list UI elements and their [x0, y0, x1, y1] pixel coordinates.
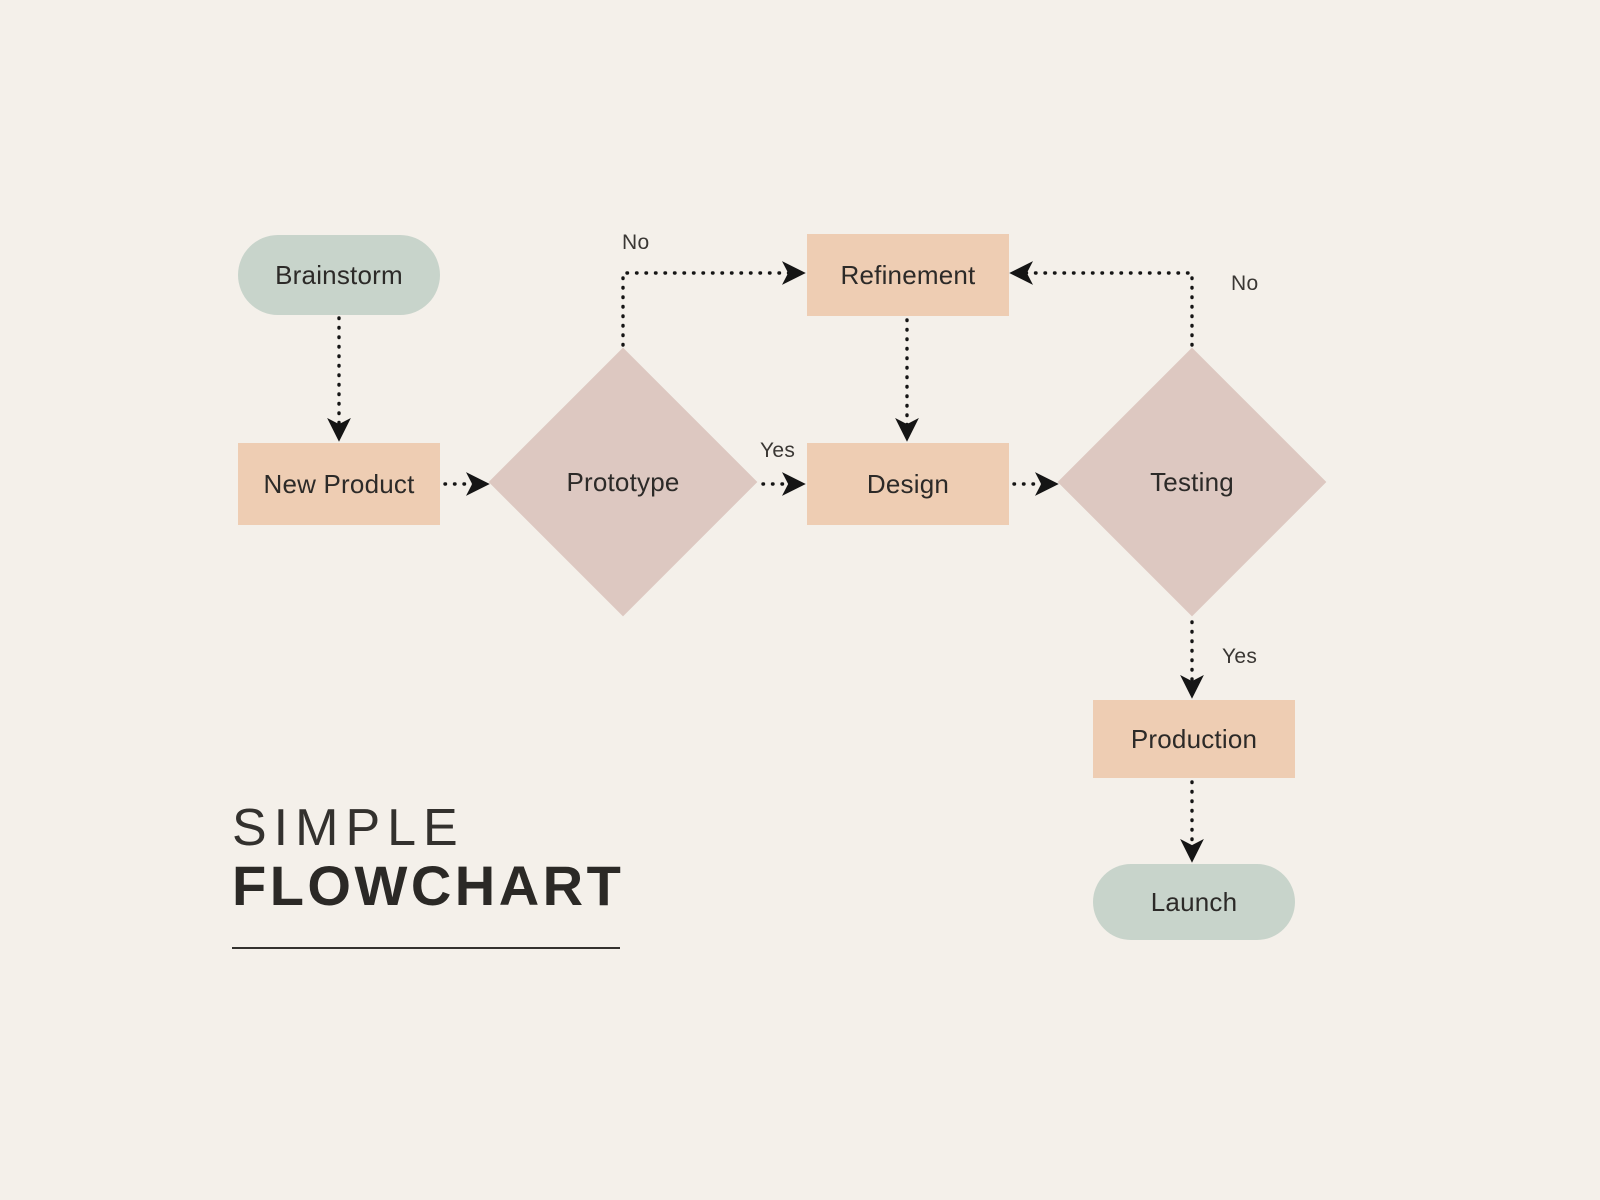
node-testing[interactable]: Testing — [1057, 347, 1327, 617]
node-production[interactable]: Production — [1093, 700, 1295, 778]
node-new-product-label: New Product — [263, 469, 415, 499]
node-launch[interactable]: Launch — [1093, 864, 1295, 940]
node-prototype[interactable]: Prototype — [488, 347, 758, 617]
title-block: SIMPLE FLOWCHART — [232, 800, 752, 949]
edge-prototype-no-to-refinement — [621, 261, 806, 347]
node-production-label: Production — [1130, 724, 1258, 754]
page-title-line2: FLOWCHART — [232, 854, 625, 918]
node-launch-label: Launch — [1150, 887, 1238, 917]
edge-label-prototype-yes: Yes — [760, 439, 796, 462]
node-prototype-label: Prototype — [566, 467, 680, 497]
node-refinement[interactable]: Refinement — [807, 234, 1009, 316]
node-testing-label: Testing — [1150, 467, 1234, 497]
title-divider — [232, 946, 620, 949]
node-brainstorm-label: Brainstorm — [275, 260, 403, 290]
node-design[interactable]: Design — [807, 443, 1009, 525]
edge-label-testing-no: No — [1231, 272, 1259, 295]
node-new-product[interactable]: New Product — [238, 443, 440, 525]
edge-testing-no-to-refinement — [1009, 261, 1194, 347]
node-design-label: Design — [866, 469, 950, 499]
node-refinement-label: Refinement — [840, 260, 976, 290]
edge-label-testing-yes: Yes — [1222, 645, 1258, 668]
edge-label-prototype-no: No — [622, 231, 650, 254]
page-title-line1: SIMPLE — [232, 799, 465, 857]
node-brainstorm[interactable]: Brainstorm — [238, 235, 440, 315]
